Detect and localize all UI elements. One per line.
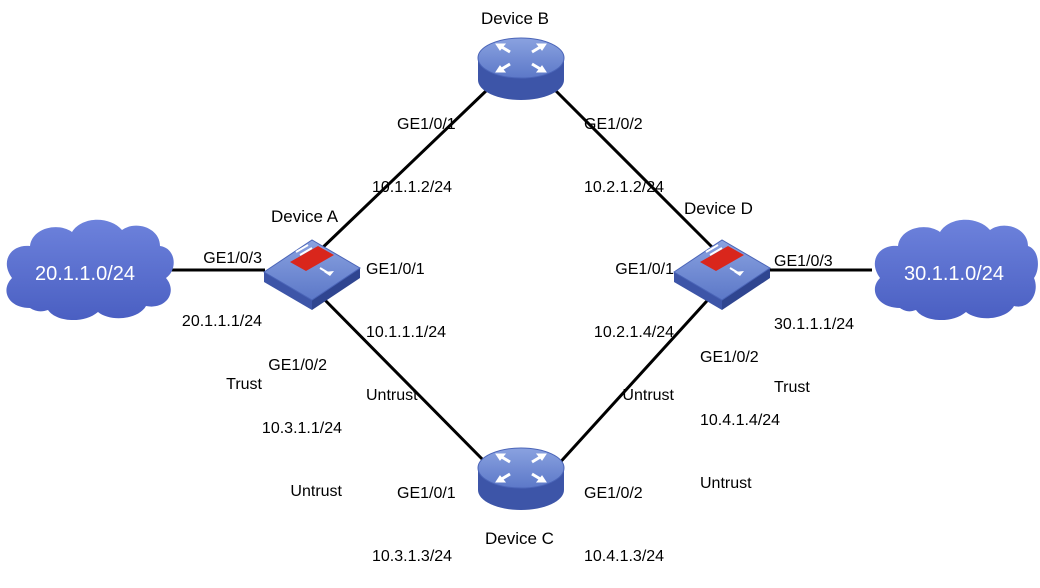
iface-d-ge3-zone: Trust: [774, 379, 810, 396]
iface-c-ge2: GE1/0/2 10.4.1.3/24: [584, 441, 664, 588]
iface-d-ge3-port: GE1/0/3: [774, 253, 833, 270]
router-icon-device-b: [477, 37, 565, 100]
iface-d-ge3: GE1/0/3 30.1.1.1/24 Trust: [774, 209, 854, 419]
cloud-right: 30.1.1.0/24: [874, 219, 1038, 321]
links: [168, 88, 872, 470]
cloud-left-label: 20.1.1.0/24: [35, 263, 135, 285]
iface-d-ge1: GE1/0/1 10.2.1.4/24 Untrust: [576, 217, 674, 427]
iface-b-ge2: GE1/0/2 10.2.1.2/24: [584, 72, 664, 219]
iface-d-ge1-ip: 10.2.1.4/24: [593, 324, 674, 341]
cloud-right-label: 30.1.1.0/24: [904, 263, 1004, 285]
iface-c-ge2-port: GE1/0/2: [584, 485, 643, 502]
iface-d-ge1-port: GE1/0/1: [615, 261, 674, 278]
link-device-b-device-d: [553, 88, 717, 252]
iface-d-ge1-zone: Untrust: [622, 387, 674, 404]
router-icon-device-c: [477, 447, 565, 510]
iface-d-ge2-ip: 10.4.1.4/24: [700, 412, 781, 429]
iface-a-ge3-ip: 20.1.1.1/24: [181, 313, 262, 330]
iface-b-ge2-ip: 10.2.1.2/24: [584, 179, 665, 196]
iface-a-ge3-zone: Trust: [226, 376, 262, 393]
device-c-label: Device C: [485, 529, 554, 548]
iface-b-ge1-port: GE1/0/1: [397, 116, 456, 133]
iface-a-ge2: GE1/0/2 10.3.1.1/24 Untrust: [244, 313, 342, 523]
iface-c-ge1-port: GE1/0/1: [397, 485, 456, 502]
iface-a-ge1-zone: Untrust: [366, 387, 418, 404]
iface-c-ge1-ip: 10.3.1.3/24: [372, 548, 453, 565]
iface-a-ge1: GE1/0/1 10.1.1.1/24 Untrust: [366, 217, 446, 427]
iface-d-ge2-port: GE1/0/2: [700, 349, 759, 366]
iface-b-ge2-port: GE1/0/2: [584, 116, 643, 133]
iface-b-ge1-ip: 10.1.1.2/24: [372, 179, 453, 196]
iface-c-ge1: GE1/0/1 10.3.1.3/24: [372, 441, 456, 588]
iface-d-ge2-zone: Untrust: [700, 475, 752, 492]
network-diagram: 20.1.1.0/24 30.1.1.0/24: [6, 37, 1038, 510]
iface-a-ge2-zone: Untrust: [290, 483, 342, 500]
iface-d-ge2: GE1/0/2 10.4.1.4/24 Untrust: [700, 305, 780, 515]
cloud-left: 20.1.1.0/24: [6, 219, 174, 321]
iface-a-ge2-port: GE1/0/2: [268, 357, 327, 374]
device-b-label: Device B: [481, 9, 550, 28]
firewall-icon-device-d: [673, 239, 771, 310]
iface-a-ge2-ip: 10.3.1.1/24: [261, 420, 342, 437]
iface-d-ge3-ip: 30.1.1.1/24: [774, 316, 855, 333]
link-device-a-device-c: [316, 291, 492, 469]
iface-a-ge3: GE1/0/3 20.1.1.1/24 Trust: [166, 206, 262, 416]
device-a-label: Device A: [271, 207, 339, 226]
firewall-icon-device-a: [263, 239, 361, 310]
link-device-a-device-b: [316, 88, 489, 254]
link-device-c-device-d: [553, 290, 717, 470]
iface-a-ge1-port: GE1/0/1: [366, 261, 425, 278]
device-d-label: Device D: [684, 199, 753, 218]
iface-a-ge1-ip: 10.1.1.1/24: [366, 324, 447, 341]
iface-b-ge1: GE1/0/1 10.1.1.2/24: [372, 72, 456, 219]
iface-a-ge3-port: GE1/0/3: [203, 250, 262, 267]
iface-c-ge2-ip: 10.4.1.3/24: [584, 548, 665, 565]
